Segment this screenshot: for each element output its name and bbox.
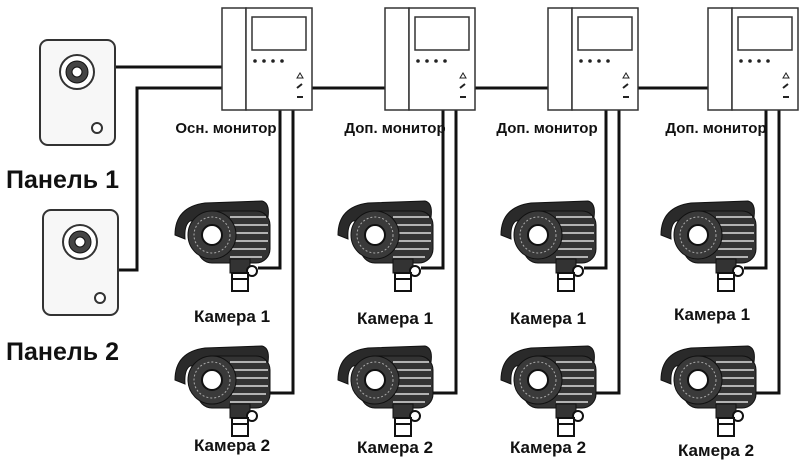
camera-icon [660,345,757,437]
camera-icon [337,345,434,437]
panel-1-label: Панель 1 [6,166,119,194]
camera-1-label: Камера 1 [357,309,433,328]
camera-1-label: Камера 1 [194,307,270,326]
camera-icon [500,345,597,437]
camera-1-label: Камера 1 [510,309,586,328]
monitor-main [221,7,313,111]
camera-1-label: Камера 1 [674,305,750,324]
monitor-label: Доп. монитор [496,120,597,137]
camera-icon [174,200,271,292]
panel-2-label: Панель 2 [6,338,119,366]
camera-2-label: Камера 2 [510,438,586,457]
door-panel-1 [39,39,116,146]
camera-icon [500,200,597,292]
monitor-extra-3 [707,7,799,111]
camera-2-label: Камера 2 [678,441,754,460]
door-panel-2 [42,209,119,316]
monitor-label: Доп. монитор [665,120,766,137]
camera-icon [174,345,271,437]
monitor-label: Доп. монитор [344,120,445,137]
camera-icon [660,200,757,292]
camera-2-label: Камера 2 [194,436,270,455]
monitor-label: Осн. монитор [175,120,276,137]
camera-2-label: Камера 2 [357,438,433,457]
camera-icon [337,200,434,292]
monitor-extra-2 [547,7,639,111]
monitor-extra-1 [384,7,476,111]
